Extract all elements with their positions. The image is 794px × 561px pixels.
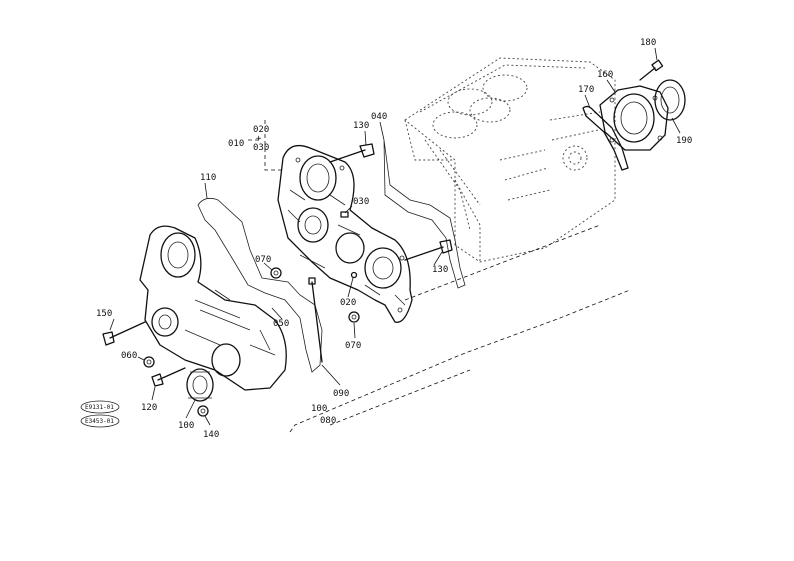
callout-060: 060 (121, 351, 137, 361)
callout-080: 080 (320, 416, 336, 426)
dowel-030 (340, 211, 349, 218)
callout-030-top: 030 (253, 143, 269, 153)
front-cover (139, 225, 287, 391)
callout-030-dowel: 030 (353, 197, 369, 207)
callout-labels: 180 160 170 190 040 130 010 020 030 030 … (96, 38, 692, 440)
bolt-180 (639, 59, 664, 81)
nut-070-lower (348, 311, 360, 323)
callout-180: 180 (640, 38, 656, 48)
callout-040: 040 (371, 112, 387, 122)
callout-150: 150 (96, 309, 112, 319)
gasket-040 (383, 139, 466, 289)
index-brackets (248, 120, 631, 433)
plus-sign: + (256, 134, 262, 144)
callout-160: 160 (597, 70, 613, 80)
callout-140: 140 (203, 430, 219, 440)
callout-120: 120 (141, 403, 157, 413)
callout-110: 110 (200, 173, 216, 183)
callout-130-upper: 130 (353, 121, 369, 131)
rear-oil-seal-190 (654, 79, 686, 121)
callout-070-lower: 070 (345, 341, 361, 351)
bolt-120 (151, 367, 186, 387)
stamp-oval-2 (80, 414, 120, 428)
gasket-110 (197, 197, 323, 373)
engine-block-outline (404, 57, 616, 263)
bolt-130-upper (329, 143, 375, 163)
oil-seal-100 (186, 368, 214, 402)
dowel-020 (350, 271, 358, 279)
callout-070-upper: 070 (255, 255, 271, 265)
callout-170: 170 (578, 85, 594, 95)
stamp-oval-1 (80, 400, 120, 414)
gear-case-housing (277, 144, 413, 323)
reference-stamps: E9131-01 E3453-01 (80, 400, 120, 428)
stamp-1: E9131-01 (85, 404, 114, 411)
rear-seal-case-160 (599, 85, 669, 151)
callout-100-right: 100 (311, 404, 327, 414)
bolt-150 (102, 321, 146, 346)
callout-020-top: 020 (253, 125, 269, 135)
gasket-170 (582, 105, 629, 171)
callout-090: 090 (333, 389, 349, 399)
nut-060 (143, 356, 155, 368)
callout-020-dowel: 020 (340, 298, 356, 308)
nut-140 (197, 405, 209, 417)
callout-130-right: 130 (432, 265, 448, 275)
callout-190: 190 (676, 136, 692, 146)
callout-050: 050 (273, 319, 289, 329)
nut-070-upper (270, 267, 282, 279)
stamp-2: E3453-01 (85, 418, 114, 425)
bolt-130-right (404, 239, 453, 261)
callout-100-left: 100 (178, 421, 194, 431)
callout-010: 010 (228, 139, 244, 149)
pin-090 (308, 277, 323, 363)
leader-lines (109, 47, 681, 426)
